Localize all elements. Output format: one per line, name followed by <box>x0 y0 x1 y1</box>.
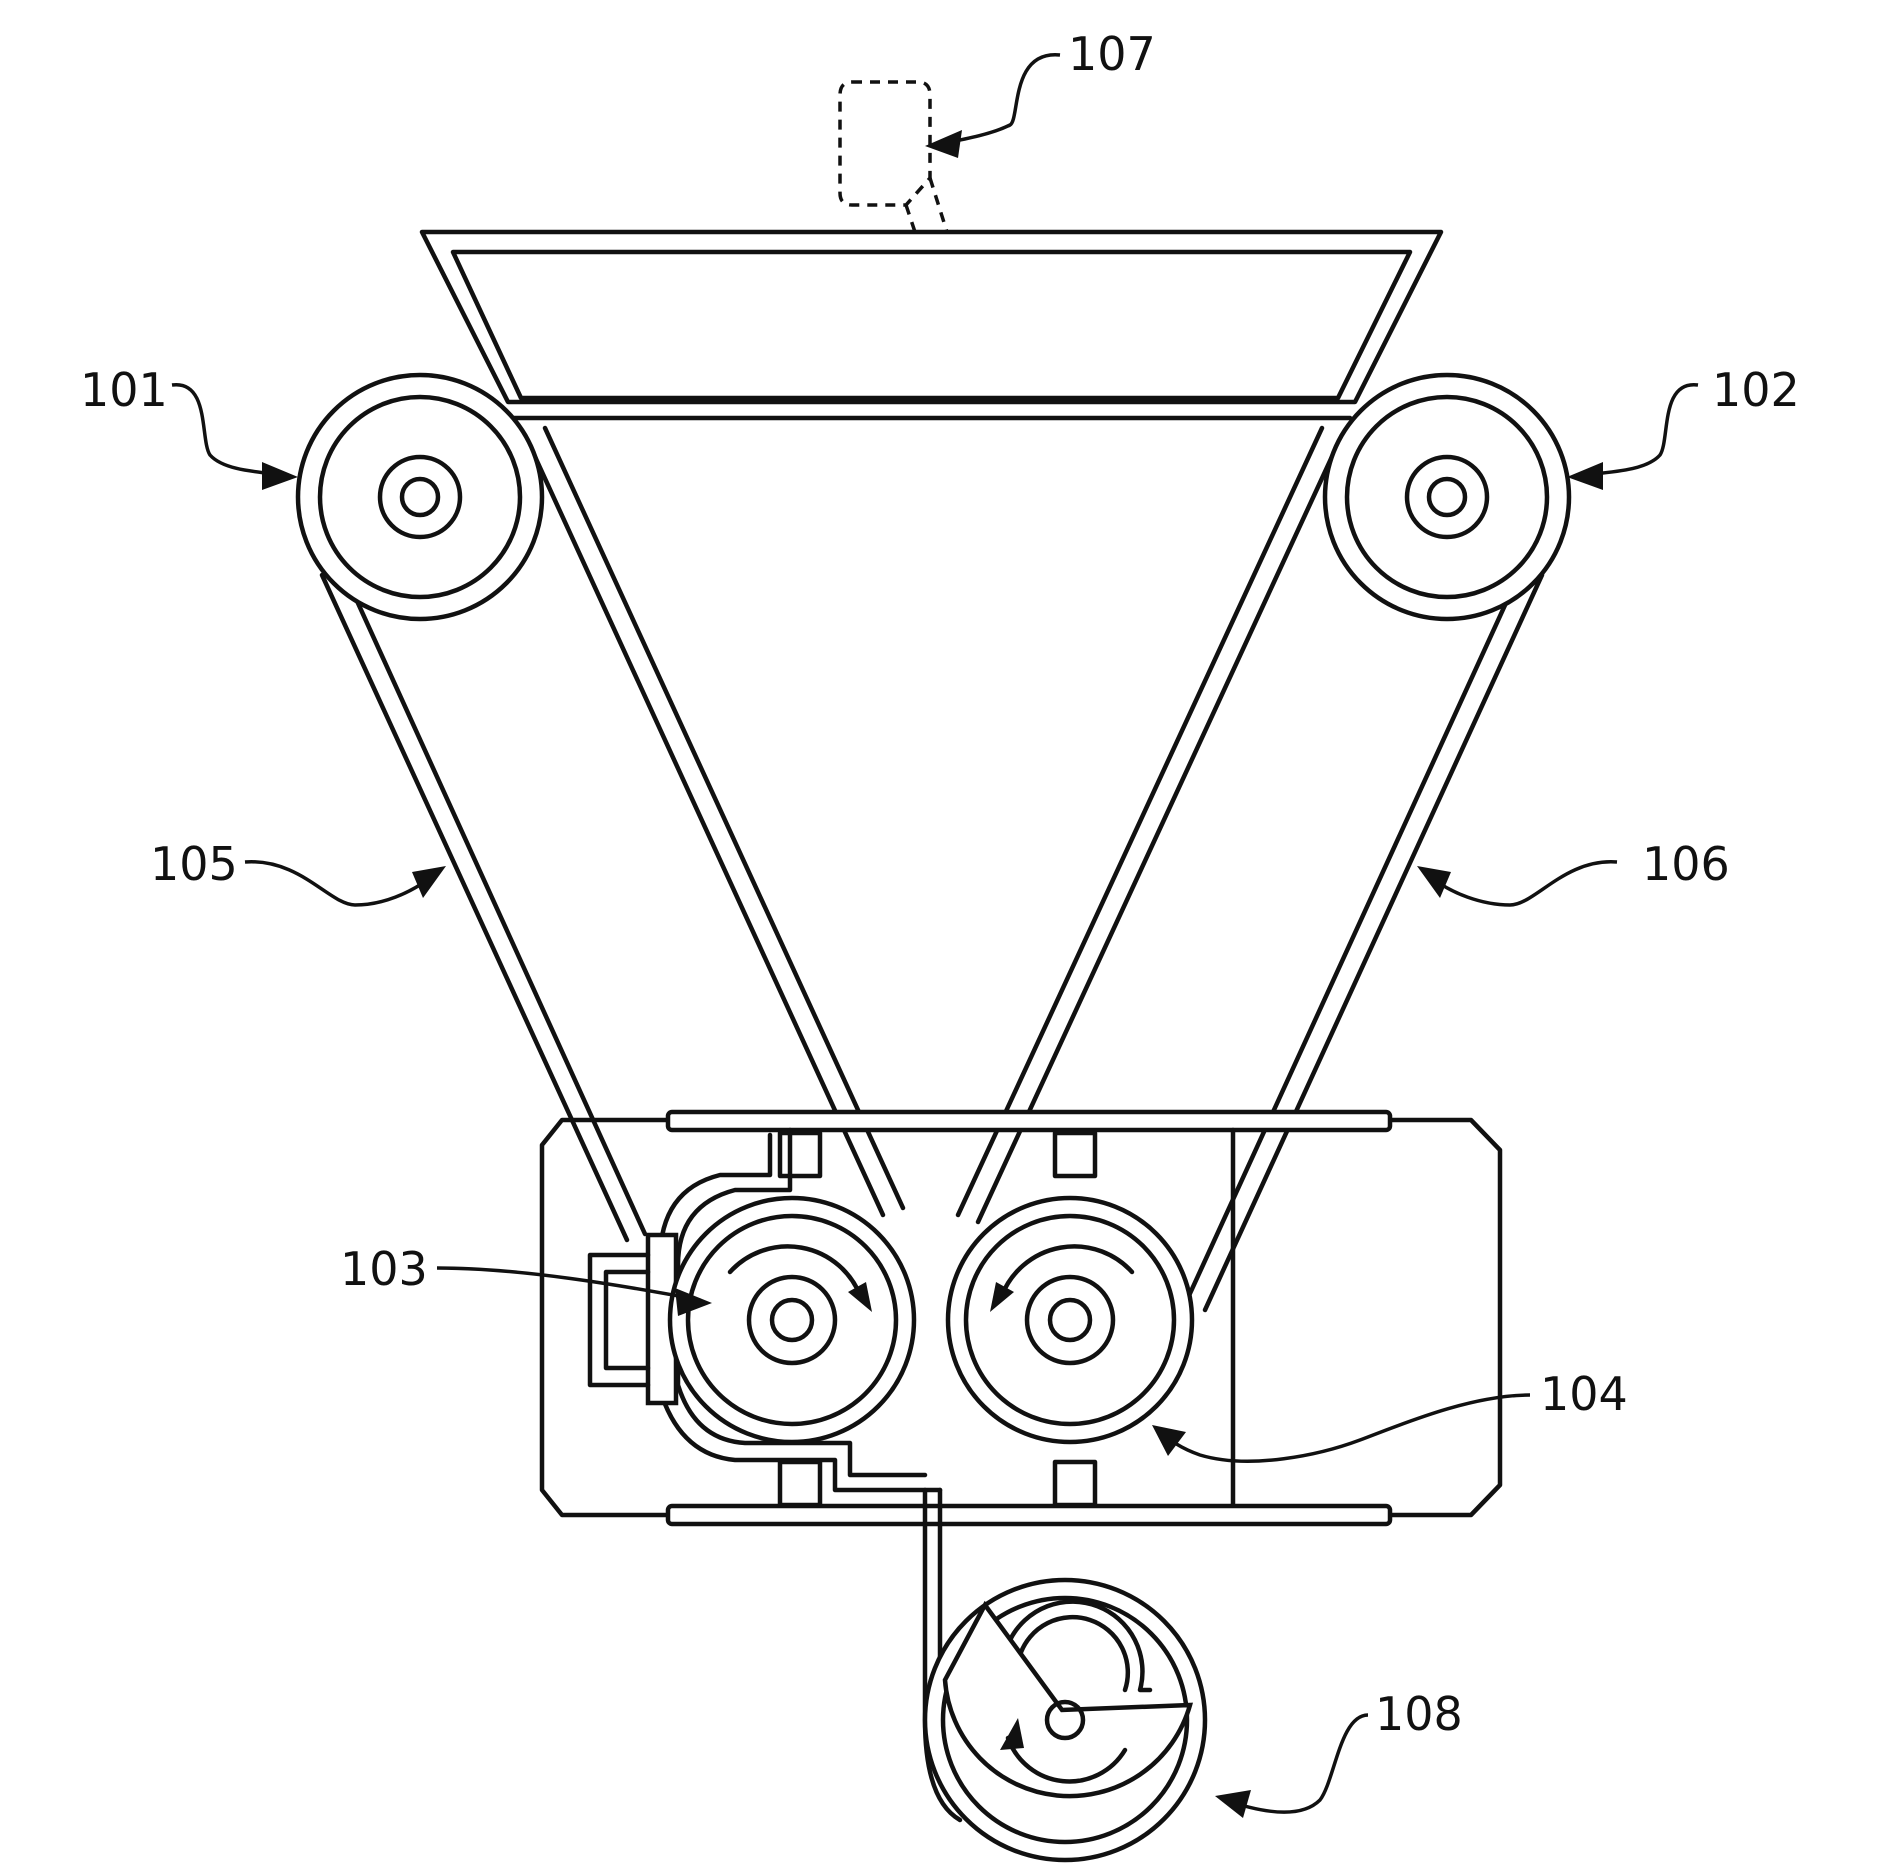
label-106: 106 <box>1642 837 1730 891</box>
leader-lines <box>172 55 1698 1818</box>
label-108: 108 <box>1375 1687 1463 1741</box>
roller-103 <box>670 1198 914 1442</box>
pulley-101 <box>298 375 542 619</box>
roller-104 <box>948 1198 1192 1442</box>
label-102: 102 <box>1712 363 1800 417</box>
label-105: 105 <box>150 837 238 891</box>
label-101: 101 <box>80 363 168 417</box>
hopper <box>422 232 1441 418</box>
label-103: 103 <box>340 1242 428 1296</box>
label-104: 104 <box>1540 1367 1628 1421</box>
pulley-102 <box>1325 375 1569 619</box>
reel-108 <box>925 1580 1205 1860</box>
dashed-sensor-107 <box>840 82 947 232</box>
reference-labels: 107 101 102 105 106 103 104 108 <box>80 27 1800 1741</box>
label-107: 107 <box>1068 27 1156 81</box>
